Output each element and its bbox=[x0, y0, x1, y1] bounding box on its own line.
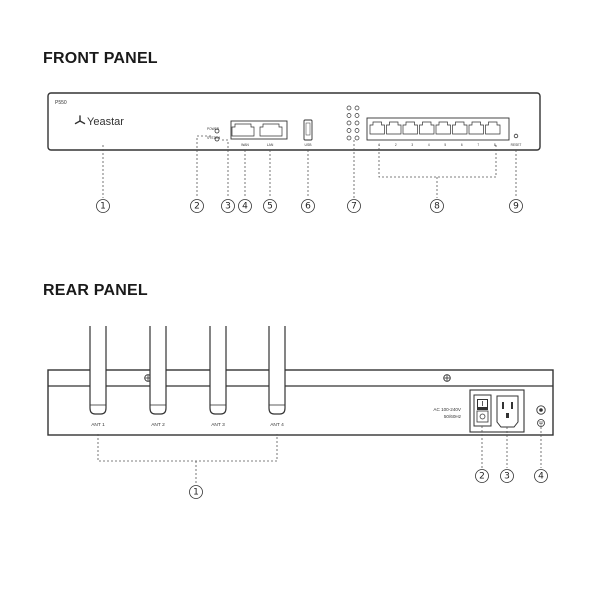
antenna bbox=[149, 326, 167, 415]
port-led bbox=[354, 113, 360, 118]
front-chassis bbox=[47, 92, 541, 151]
rear-callout-4: 4 bbox=[534, 469, 548, 483]
phone-port bbox=[402, 121, 418, 135]
port-led bbox=[346, 128, 352, 133]
rear-leader-lines bbox=[97, 426, 542, 484]
front-leader-lines bbox=[102, 135, 517, 198]
wan-port bbox=[231, 123, 255, 137]
usb-label: USB bbox=[305, 143, 313, 147]
svg-text:8: 8 bbox=[434, 202, 440, 212]
rear-callouts: 1 2 3 4 bbox=[189, 469, 548, 499]
port-led bbox=[346, 135, 352, 141]
model-label: P550 bbox=[55, 100, 67, 106]
power-socket bbox=[496, 395, 519, 428]
front-panel-title: FRONT PANEL bbox=[43, 50, 158, 67]
system-label: SYSTEM bbox=[207, 136, 220, 140]
svg-text:4: 4 bbox=[538, 472, 544, 482]
svg-text:1: 1 bbox=[100, 202, 106, 212]
ac-rating-line1: AC 100-240V bbox=[433, 407, 462, 412]
wan-lan-block bbox=[230, 120, 288, 140]
port-led bbox=[354, 105, 360, 111]
front-callout-3: 3 bbox=[221, 199, 235, 213]
svg-text:9: 9 bbox=[513, 202, 519, 212]
front-callouts: 1 2 3 4 5 6 7 8 9 bbox=[96, 199, 523, 213]
port-led bbox=[354, 120, 360, 126]
lan-label: LAN bbox=[267, 143, 274, 147]
phone-port-number: 4 bbox=[428, 143, 430, 147]
antenna-label: ANT 3 bbox=[211, 422, 225, 428]
phone-port bbox=[369, 121, 385, 135]
front-callout-4: 4 bbox=[238, 199, 252, 213]
phone-port-number: 2 bbox=[395, 143, 397, 147]
yeastar-logo: Yeastar bbox=[74, 115, 124, 128]
lan-port bbox=[259, 123, 283, 137]
antenna bbox=[268, 326, 286, 415]
port-status-leds bbox=[346, 105, 360, 141]
front-callout-1: 1 bbox=[96, 199, 110, 213]
port-led bbox=[346, 105, 352, 111]
power-led bbox=[214, 128, 220, 134]
front-panel: P550 Yeastar POWER SYSTEM WAN LAN USB bbox=[47, 92, 541, 213]
rear-panel-title: REAR PANEL bbox=[43, 282, 148, 299]
phone-port-number: 8 bbox=[494, 143, 496, 147]
svg-text:4: 4 bbox=[242, 202, 248, 212]
rear-callout-1: 1 bbox=[189, 485, 203, 499]
phone-port bbox=[386, 121, 402, 135]
phone-port-block bbox=[366, 117, 510, 141]
svg-text:5: 5 bbox=[267, 202, 273, 212]
rear-chassis bbox=[47, 369, 554, 436]
phone-port-number: 7 bbox=[477, 143, 479, 147]
rear-screw-right bbox=[443, 374, 451, 382]
front-callout-8: 8 bbox=[430, 199, 444, 213]
svg-text:3: 3 bbox=[504, 472, 510, 482]
rear-callout-3: 3 bbox=[500, 469, 514, 483]
svg-text:3: 3 bbox=[225, 202, 231, 212]
svg-text:1: 1 bbox=[193, 488, 199, 498]
wan-label: WAN bbox=[241, 143, 249, 147]
port-led bbox=[346, 113, 352, 118]
system-led bbox=[214, 136, 220, 142]
antennas: ANT 1 ANT 2 ANT 3 ANT 4 bbox=[89, 326, 286, 428]
svg-text:6: 6 bbox=[305, 202, 311, 212]
svg-text:7: 7 bbox=[351, 202, 357, 212]
phone-port-number: 6 bbox=[461, 143, 463, 147]
front-callout-6: 6 bbox=[301, 199, 315, 213]
port-led bbox=[346, 120, 352, 126]
phone-port bbox=[435, 121, 451, 135]
reset-label: RESET bbox=[511, 143, 522, 147]
ac-rating-line2: 50/60Hz bbox=[444, 414, 462, 419]
usb-port bbox=[303, 119, 313, 141]
power-switch bbox=[473, 394, 492, 427]
phone-port bbox=[468, 121, 484, 135]
port-led bbox=[354, 128, 360, 133]
phone-port-number: 5 bbox=[444, 143, 446, 147]
ground-terminal bbox=[536, 405, 546, 427]
phone-port bbox=[485, 121, 501, 135]
phone-port-number: 3 bbox=[411, 143, 413, 147]
front-callout-9: 9 bbox=[509, 199, 523, 213]
antenna-label: ANT 4 bbox=[270, 422, 284, 428]
reset-button bbox=[513, 133, 519, 139]
front-callout-7: 7 bbox=[347, 199, 361, 213]
front-callout-2: 2 bbox=[190, 199, 204, 213]
antenna bbox=[209, 326, 227, 415]
antenna bbox=[89, 326, 107, 415]
rear-callout-2: 2 bbox=[475, 469, 489, 483]
front-callout-5: 5 bbox=[263, 199, 277, 213]
svg-text:2: 2 bbox=[194, 202, 200, 212]
logo-icon bbox=[74, 115, 86, 125]
antenna-label: ANT 2 bbox=[151, 422, 165, 428]
antenna-label: ANT 1 bbox=[91, 422, 105, 428]
svg-text:2: 2 bbox=[479, 472, 485, 482]
usb-port-inner bbox=[305, 122, 311, 136]
brand-label: Yeastar bbox=[87, 116, 124, 128]
rear-panel: ANT 1 ANT 2 ANT 3 ANT 4 AC 100-240V 50/60Hz bbox=[47, 326, 554, 499]
phone-port bbox=[419, 121, 435, 135]
power-label: POWER bbox=[207, 127, 220, 131]
port-led bbox=[354, 135, 360, 141]
phone-port bbox=[452, 121, 468, 135]
